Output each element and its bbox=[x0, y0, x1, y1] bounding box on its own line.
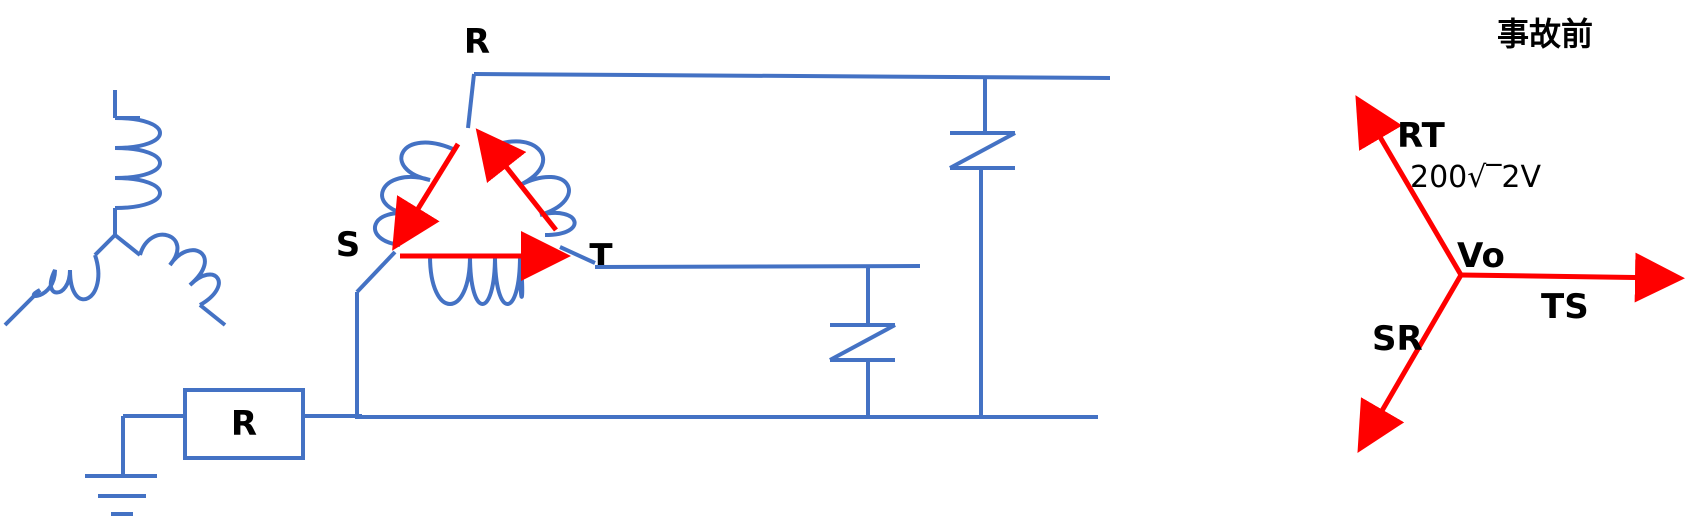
phasor-sr-label: SR bbox=[1372, 319, 1423, 359]
phasor-title: 事故前 bbox=[1497, 15, 1593, 53]
terminal-s-label: S bbox=[336, 225, 361, 265]
delta-vectors bbox=[392, 128, 571, 281]
ground-resistor-branch bbox=[85, 388, 362, 516]
phasor-vo-label: Vo bbox=[1457, 236, 1505, 276]
phasor-rt-label: RT bbox=[1397, 116, 1446, 156]
terminal-t-label: T bbox=[589, 237, 613, 277]
distribution-lines bbox=[355, 72, 1111, 419]
resistor-label: R bbox=[231, 404, 257, 444]
terminal-r-label: R bbox=[464, 22, 490, 62]
resistor bbox=[183, 388, 305, 460]
wye-generator bbox=[3, 90, 227, 327]
phasor-diagram bbox=[1355, 95, 1685, 453]
phasor-voltage-label: 200√‾2V bbox=[1410, 160, 1541, 195]
phasor-ts-label: TS bbox=[1541, 287, 1589, 327]
delta-transformer bbox=[355, 73, 596, 306]
